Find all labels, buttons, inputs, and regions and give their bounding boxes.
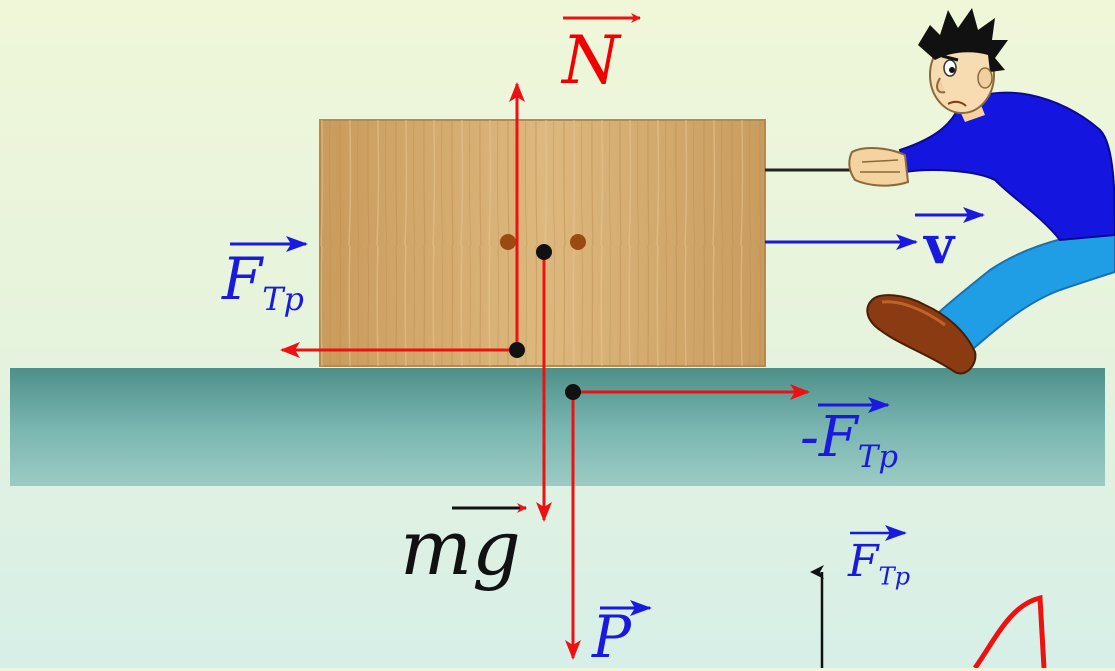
label-velocity: v [924,220,954,272]
table-contact-point [565,384,581,400]
label-friction: FTp [222,250,304,316]
label-n: N [562,28,620,94]
label-p: P [592,608,631,666]
graph-curve [975,598,1044,668]
center-of-mass [536,244,552,260]
contact-point [509,342,525,358]
label-graph-axis: FTp [848,540,910,589]
man-pulling [849,8,1115,374]
label-neg-friction: -FTp [800,410,898,473]
label-mg: mg [400,510,521,586]
table-surface [10,368,1105,486]
